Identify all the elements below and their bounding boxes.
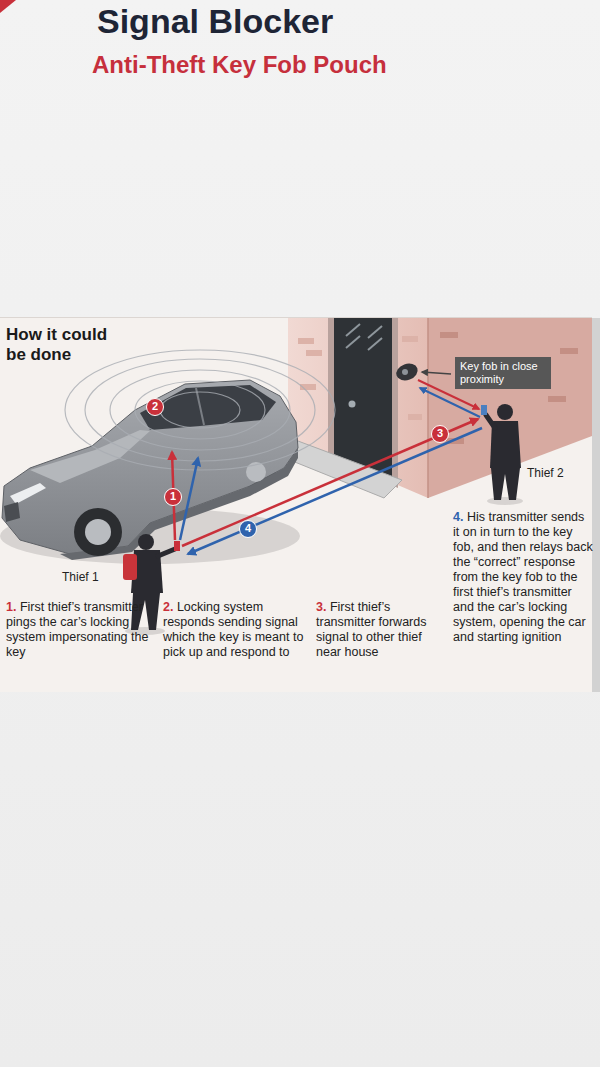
car-part	[4, 502, 20, 522]
signal-waves-part	[135, 381, 265, 439]
figure-label: Thief 1	[62, 570, 99, 584]
car-part	[60, 448, 298, 560]
thief-figure-part	[481, 405, 487, 415]
leader-line	[422, 372, 451, 374]
brick-part	[402, 336, 418, 342]
car	[2, 380, 298, 560]
thief-figure-part	[497, 404, 513, 420]
step-caption: 2. Locking system responds sending signa…	[163, 600, 308, 660]
thief-figure-part	[123, 554, 137, 580]
callout-text: Key fob in close proximity	[460, 360, 546, 386]
thief-figure-part	[158, 549, 175, 556]
thief-figure	[481, 404, 523, 505]
subtitle: Anti-Theft Key Fob Pouch	[92, 50, 387, 80]
thief-figure-part	[486, 415, 495, 428]
callout-box: Key fob in close proximity	[455, 357, 551, 389]
brick-part	[440, 332, 458, 338]
car-part	[196, 388, 204, 425]
callout-number: 4	[239, 520, 257, 538]
car-part	[85, 519, 111, 545]
door-knob	[349, 401, 356, 408]
wall-corner	[427, 318, 429, 498]
door-glass	[346, 336, 360, 348]
door-glass	[368, 338, 382, 350]
brick-part	[306, 350, 322, 356]
step-caption: 4. His transmitter sends it on in turn t…	[453, 510, 593, 645]
signal-waves-part	[85, 359, 315, 461]
signal-arrow	[172, 419, 482, 554]
door-glass	[346, 324, 360, 336]
page-title: Signal Blocker	[97, 0, 333, 42]
callout-number: 1	[164, 488, 182, 506]
signal-waves-part	[65, 350, 335, 470]
door-glass	[368, 326, 382, 338]
key-fob	[394, 361, 420, 384]
signal-waves	[65, 350, 335, 470]
door	[334, 318, 392, 481]
signal-arrow-part	[188, 428, 482, 554]
signal-waves-part	[160, 392, 240, 428]
car-part	[30, 430, 150, 483]
key-fob-part	[402, 369, 408, 375]
callout-number: 2	[146, 398, 164, 416]
figure-label: Thief 2	[527, 466, 564, 480]
house-wall	[270, 318, 592, 498]
signal-waves-part	[110, 370, 290, 450]
thief-figure-part	[138, 534, 154, 550]
corner-mark	[0, 0, 16, 13]
signal-arrow	[420, 388, 480, 417]
car-part	[74, 508, 122, 556]
thief-figure-part	[491, 468, 520, 500]
brick-part	[560, 348, 578, 354]
brick-part	[548, 396, 566, 402]
brick-part	[298, 338, 314, 344]
step-caption: 3. First thief’s transmitter forwards si…	[316, 600, 428, 660]
car-part	[140, 385, 276, 430]
signal-arrow-part	[182, 419, 478, 546]
callout-number: 3	[431, 425, 449, 443]
signal-arrow-part	[180, 458, 198, 540]
thief-figure-part	[174, 541, 180, 551]
thief-figure-part	[487, 497, 523, 505]
key-fob-part	[394, 361, 420, 384]
brick-part	[408, 414, 422, 420]
panel-heading: How it could be done	[6, 325, 118, 365]
page-fold	[592, 318, 600, 692]
car-part	[10, 483, 46, 504]
step-caption: 1. First thief’s transmitter pings the c…	[6, 600, 156, 660]
